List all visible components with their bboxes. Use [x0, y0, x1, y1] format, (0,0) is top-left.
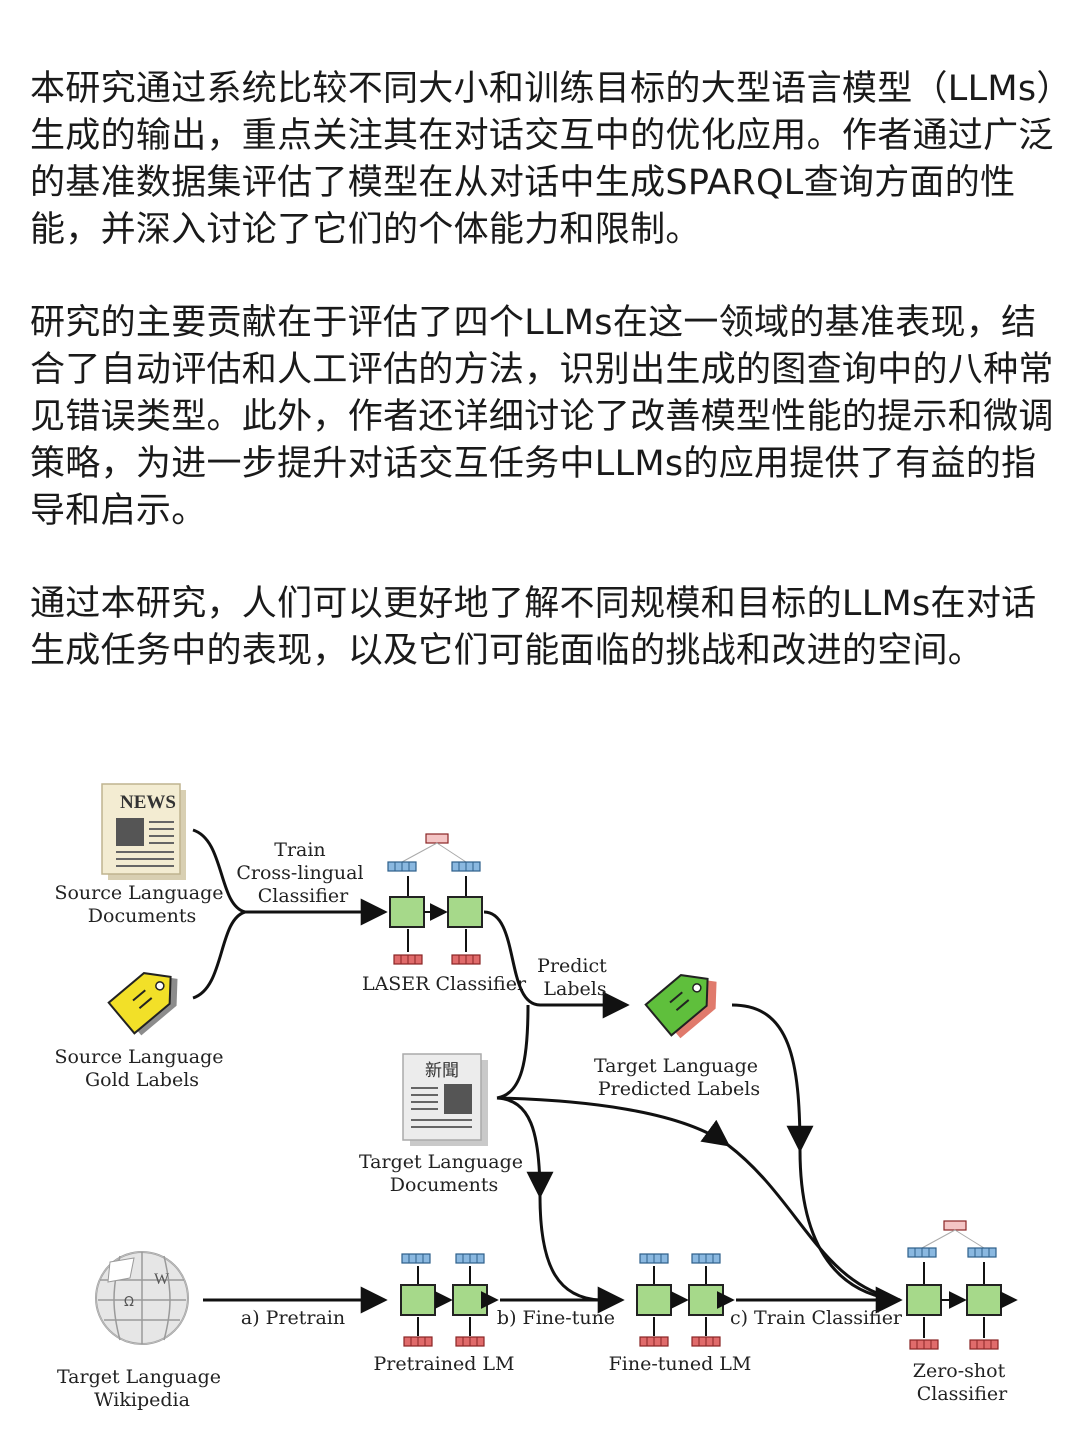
paragraph-1: 本研究通过系统比较不同大小和训练目标的大型语言模型（LLMs）生成的输出，重点关… [30, 69, 1055, 250]
newspaper-icon: NEWS [101, 783, 186, 880]
paragraph-3: 通过本研究，人们可以更好地了解不同规模和目标的LLMs在对话生成任务中的表现，以… [30, 584, 1037, 671]
tag-icon [107, 972, 178, 1036]
finetune-label: b) Fine-tune [497, 1307, 615, 1329]
docs-to-predict-arrow [496, 1004, 530, 1100]
wikipedia-globe-icon: W Ω [95, 1251, 189, 1345]
svg-text:W: W [154, 1271, 170, 1288]
svg-text:Ω: Ω [124, 1295, 134, 1310]
train-classifier-label: c) Train Classifier [730, 1307, 903, 1329]
finetuned-lm-block [636, 1253, 735, 1347]
docs-to-classifier-arrow [496, 1096, 731, 1147]
gold-labels-label: Source Language Gold Labels [54, 1046, 229, 1091]
pretrain-label: a) Pretrain [241, 1307, 345, 1329]
pipeline-diagram: NEWS Source Language Documents Source La… [0, 770, 1080, 1443]
svg-text:新聞: 新聞 [425, 1061, 459, 1081]
docs-to-zeroshot-arrow [727, 1143, 901, 1302]
predict-label: Predict Labels [537, 955, 613, 1000]
zero-shot-label: Zero-shot Classifier [913, 1360, 1012, 1405]
svg-text:NEWS: NEWS [120, 792, 176, 813]
article-text: 本研究通过系统比较不同大小和训练目标的大型语言模型（LLMs）生成的输出，重点关… [30, 66, 1060, 721]
finetune-curve [538, 1195, 601, 1302]
finetuned-lm-label: Fine-tuned LM [609, 1353, 752, 1375]
source-merge-arrow [192, 828, 388, 926]
paragraph-2: 研究的主要贡献在于评估了四个LLMs在这一领域的基准表现，结合了自动评估和人工评… [30, 303, 1054, 531]
predicted-tag-icon [644, 974, 717, 1039]
cn-newspaper-icon: 新聞 [402, 1053, 488, 1146]
predlabels-down-arrow [731, 1003, 814, 1153]
pretrained-lm-block [400, 1253, 499, 1347]
train-label: Train Cross-lingual Classifier [236, 839, 369, 907]
wikipedia-label: Target Language Wikipedia [57, 1366, 227, 1411]
source-docs-label: Source Language Documents [54, 882, 229, 927]
laser-label: LASER Classifier [362, 973, 527, 995]
target-predicted-labels-label: Target Language Predicted Labels [594, 1055, 764, 1100]
pretrained-lm-label: Pretrained LM [374, 1353, 515, 1375]
target-docs-label: Target Language Documents [359, 1151, 529, 1196]
gold-merge-arrow [192, 910, 246, 1000]
laser-classifier-block [387, 833, 483, 965]
zero-shot-classifier-block [906, 1220, 1018, 1350]
predict-arrow [483, 910, 630, 1019]
docs-to-finetune-arrow [496, 1096, 554, 1199]
